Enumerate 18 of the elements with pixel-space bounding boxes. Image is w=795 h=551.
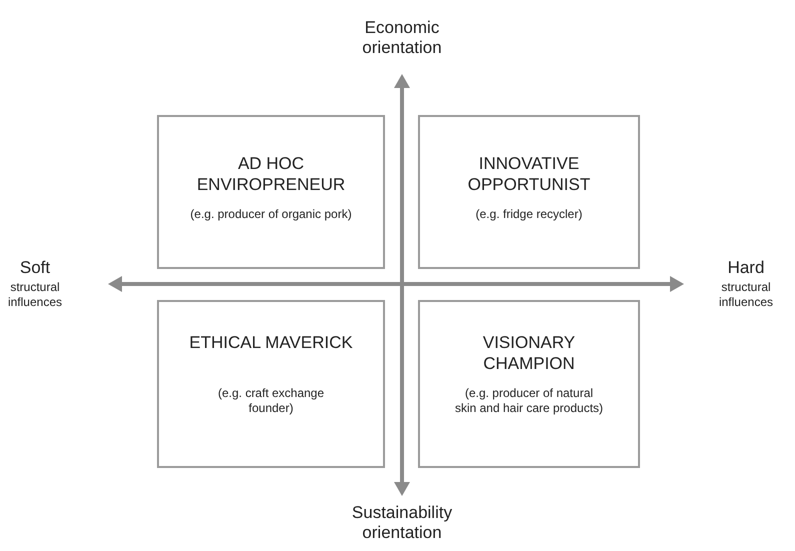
quadrant-title: VISIONARY CHAMPION (482, 332, 576, 374)
quadrant-box (157, 300, 385, 468)
example-text: (e.g. craft exchange founder) (216, 386, 326, 416)
quadrant-box (418, 115, 640, 269)
quadrant-title: AD HOC ENVIROPRENEUR (196, 153, 346, 195)
quadrant-title: INNOVATIVE OPPORTUNIST (466, 153, 592, 195)
axis-label: Soft (18, 258, 52, 278)
example-text: (e.g. fridge recycler) (474, 207, 584, 222)
quadrant-title: ETHICAL MAVERICK (188, 332, 354, 353)
quadrant-box (418, 300, 640, 468)
axis-subtitle: structural influences (718, 280, 774, 310)
axis-label: Economic orientation (361, 18, 443, 58)
axis-subtitle: structural influences (6, 280, 64, 310)
axis-label: Hard (726, 258, 766, 278)
axis-label: Sustainability orientation (350, 503, 454, 543)
example-text: (e.g. producer of organic pork) (189, 207, 353, 222)
example-text: (e.g. producer of natural skin and hair care products) (454, 386, 604, 416)
quadrant-box (157, 115, 385, 269)
